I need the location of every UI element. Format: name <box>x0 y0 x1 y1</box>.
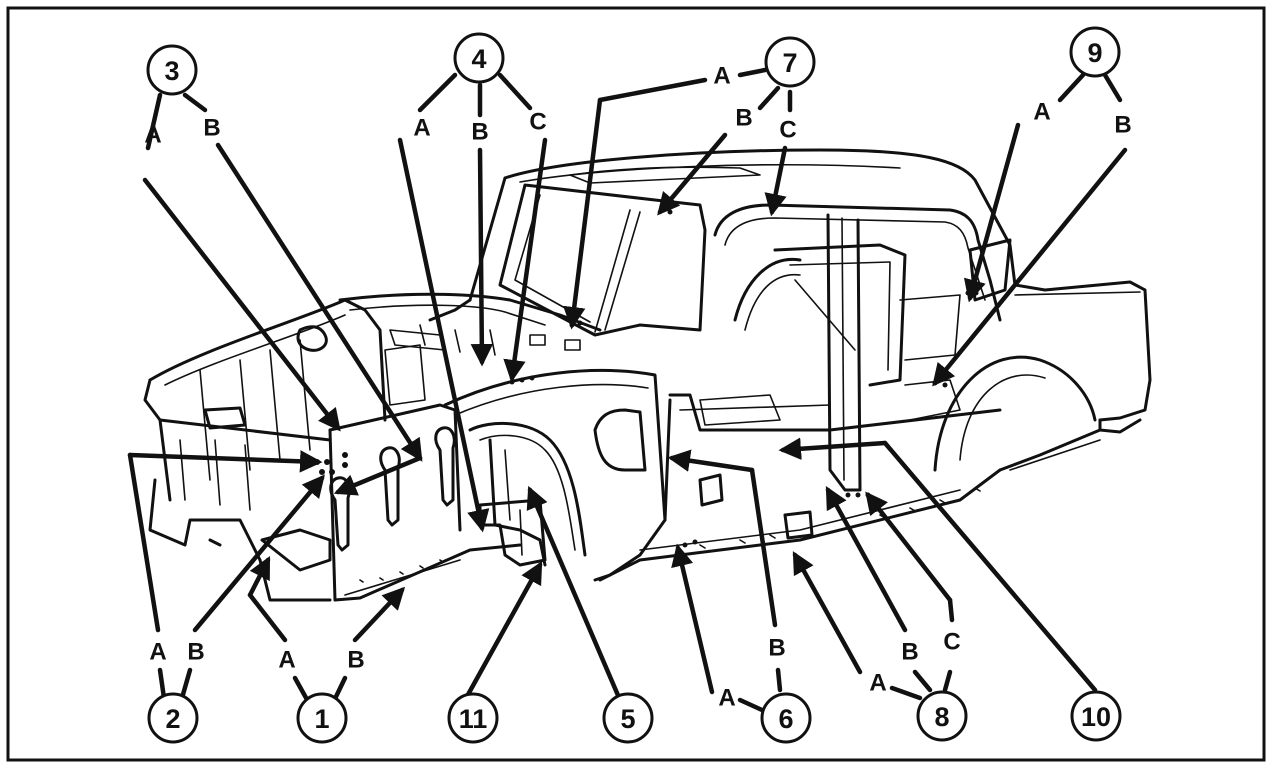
callout-1: 1 <box>296 692 348 744</box>
callout-number-7: 7 <box>782 48 797 78</box>
part-letter-4a: A <box>413 115 430 142</box>
part-letters: A B A B A B A B C A B C A B A B A B C <box>144 63 1131 712</box>
part-letter-9a: A <box>1033 99 1050 126</box>
callout-7: 7 <box>764 36 816 88</box>
part-letter-1a: A <box>278 647 295 674</box>
leader-10-arrow <box>778 437 888 460</box>
part-letter-4c: C <box>529 109 546 136</box>
part-letter-6b: B <box>768 635 785 662</box>
callout-number-3: 3 <box>164 56 179 86</box>
leader-1a <box>247 592 288 643</box>
callout-number-2: 2 <box>165 704 180 734</box>
leader-8b <box>825 486 908 633</box>
leader-4a <box>397 137 490 533</box>
leader-4b <box>470 147 494 367</box>
part-letter-8c: C <box>943 629 960 656</box>
callout-number-1: 1 <box>314 704 329 734</box>
leader-1a-arrow <box>247 555 271 598</box>
part-letter-4b: B <box>471 119 488 146</box>
leader-2a-arrow <box>127 450 323 473</box>
callout-number-8: 8 <box>934 702 949 732</box>
part-letter-2a: A <box>149 639 166 666</box>
leader-9b <box>932 147 1128 387</box>
part-letter-8b: B <box>901 639 918 666</box>
callout-2: 2 <box>147 692 199 744</box>
callout-number-10: 10 <box>1081 702 1111 732</box>
leader-3a <box>142 177 341 432</box>
leader-3b-tail <box>333 455 423 496</box>
callout-number-11: 11 <box>459 704 488 734</box>
part-letter-7b: B <box>735 105 752 132</box>
leader-10 <box>882 440 1098 693</box>
part-letter-2b: B <box>187 639 204 666</box>
leader-7a-arrow <box>563 97 603 330</box>
callout-6: 6 <box>760 692 812 744</box>
part-letter-3b: B <box>203 115 220 142</box>
callout-number-6: 6 <box>778 704 793 734</box>
part-letter-9b: B <box>1114 112 1131 139</box>
leader-6b <box>749 467 778 628</box>
leader-8c-arrow <box>865 491 953 603</box>
callout-number-4: 4 <box>471 44 486 74</box>
callout-3: 3 <box>146 44 198 96</box>
leader-11 <box>462 561 543 703</box>
part-letter-8a: A <box>869 670 886 697</box>
callout-number-5: 5 <box>620 704 635 734</box>
callout-5: 5 <box>602 692 654 744</box>
leader-1b <box>352 586 406 643</box>
leader-lines <box>127 67 1128 713</box>
leader-4c <box>503 137 548 383</box>
leader-3b <box>215 142 423 462</box>
leader-2a <box>127 452 161 633</box>
leader-6b-arrow <box>667 449 755 473</box>
leader-7c <box>764 145 788 217</box>
part-letter-3a: A <box>144 122 161 149</box>
leader-7b <box>657 132 728 216</box>
callout-8: 8 <box>916 690 968 742</box>
leader-8c <box>947 597 955 623</box>
callout-number-9: 9 <box>1087 38 1102 68</box>
callouts: 3 4 7 9 2 1 11 5 <box>146 26 1122 744</box>
diagram-frame <box>6 6 1266 762</box>
callout-9: 9 <box>1069 26 1121 78</box>
callout-11: 11 <box>447 692 499 744</box>
callout-4: 4 <box>453 32 505 84</box>
part-letter-7c: C <box>779 117 796 144</box>
leader-6a <box>671 543 715 695</box>
leader-5 <box>526 485 623 703</box>
leader-8a <box>792 551 863 675</box>
callout-10: 10 <box>1070 690 1122 742</box>
leader-7a <box>597 77 708 103</box>
leader-2b <box>192 474 325 633</box>
part-letter-6a: A <box>718 685 735 712</box>
part-letter-1b: B <box>347 647 364 674</box>
part-letter-7a: A <box>713 63 730 90</box>
leader-9a <box>963 122 1021 303</box>
